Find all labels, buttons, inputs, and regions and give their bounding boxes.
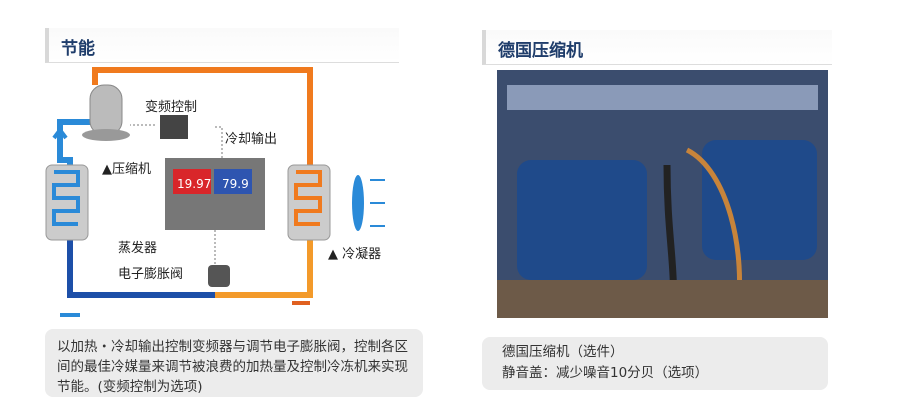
controller-humidity: 79.9 <box>222 177 249 191</box>
compressor-header: 德国压缩机 <box>482 30 832 65</box>
evaporator-label: 蒸发器 <box>118 241 158 256</box>
section-title: 德国压缩机 <box>498 41 583 61</box>
cooling-output-label: 冷却输出 <box>225 132 278 147</box>
compressor-photo <box>497 70 828 318</box>
compressor-option-text: 德国压缩机（选件） <box>502 344 624 360</box>
eev-label: 电子膨胀阀 <box>118 267 184 282</box>
section-title: 节能 <box>61 39 95 59</box>
compressor-description: 德国压缩机（选件） 静音盖：减少噪音10分贝（选项） <box>482 337 828 390</box>
controller-temp: 19.97 <box>177 177 211 191</box>
inverter-label: 变频控制 <box>145 100 198 115</box>
refrigeration-diagram: 19.97 79.9 变频控制 ▲压缩机 冷却输出 蒸发器 电子膨胀阀 ▲ 冷凝… <box>40 60 420 320</box>
condenser-label: ▲ 冷凝器 <box>328 247 382 262</box>
compressor-label: ▲压缩机 <box>102 162 151 177</box>
refrigeration-cycle-graphic: 19.97 79.9 <box>45 67 385 317</box>
energy-saving-header: 节能 <box>45 28 399 63</box>
energy-saving-description: 以加热・冷却输出控制变频器与调节电子膨胀阀，控制各区间的最佳冷媒量来调节被浪费的… <box>45 329 423 397</box>
silencer-option-text: 静音盖：减少噪音10分贝（选项） <box>502 365 709 381</box>
